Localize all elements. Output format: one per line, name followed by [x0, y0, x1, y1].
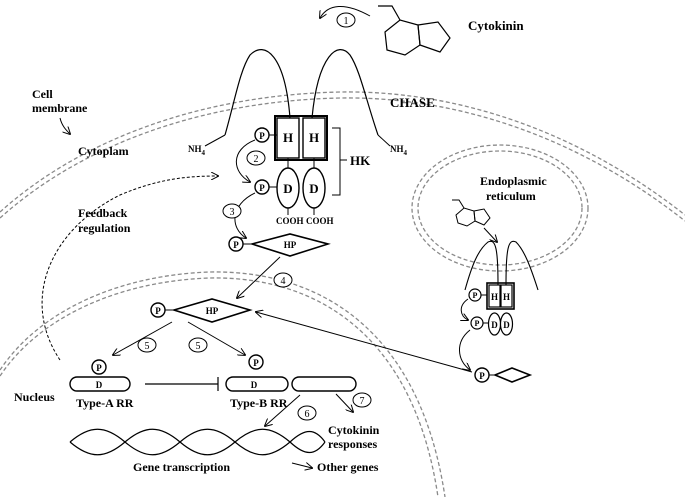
svg-text:P: P: [96, 363, 102, 373]
cytokinin-molecule-icon: [378, 5, 451, 56]
type-b-rr-protein: [225, 376, 289, 392]
other-genes-arrow: [291, 463, 312, 468]
svg-text:P: P: [259, 183, 265, 193]
svg-text:4: 4: [281, 276, 286, 287]
type-a-rr-protein: [69, 376, 131, 392]
step-circle: [297, 405, 317, 421]
step-circle: [336, 12, 356, 28]
step-2-arrow: [235, 139, 256, 182]
step-circle: [188, 337, 208, 353]
cytokinin-responses-label-2: responses: [328, 437, 377, 451]
svg-text:D: D: [309, 181, 318, 196]
cell-membrane: [0, 91, 685, 222]
svg-text:P: P: [473, 291, 478, 300]
svg-text:H: H: [283, 130, 293, 145]
cytokinin-label: Cytokinin: [468, 18, 524, 33]
svg-text:D: D: [491, 320, 498, 330]
step-7-arrow: [335, 393, 353, 412]
cooh-left-label: COOH: [276, 216, 304, 226]
gene-transcription-label: Gene transcription: [133, 460, 230, 474]
svg-text:D: D: [503, 320, 510, 330]
chase-domain: [224, 49, 379, 136]
step-circle: [137, 337, 157, 353]
er-histidine-kinase: H H D D: [486, 282, 515, 336]
hk-bracket: [332, 127, 347, 196]
step-5b-arrow: [187, 321, 245, 355]
svg-text:H: H: [309, 130, 319, 145]
cell-membrane-label-2: membrane: [32, 101, 88, 115]
svg-text:5: 5: [196, 341, 201, 352]
nh4-left-label: NH4: [188, 144, 206, 157]
step-number: 1: [344, 16, 349, 27]
nh4-right-label: NH4: [390, 144, 408, 157]
other-genes-label: Other genes: [317, 460, 379, 474]
membrane-pointer-arrow: [59, 117, 70, 134]
cytoplasm-label: Cytoplam: [78, 144, 129, 158]
er-label-1: Endoplasmic: [480, 174, 547, 188]
svg-text:D: D: [251, 380, 258, 390]
er-hp-protein: [492, 367, 533, 383]
inhibition-line: [145, 377, 219, 391]
step-6-arrow: [265, 394, 301, 426]
svg-text:P: P: [479, 371, 485, 381]
svg-text:P: P: [155, 306, 161, 316]
svg-text:H: H: [503, 292, 510, 302]
feedback-arrow: [41, 176, 218, 361]
svg-text:HP: HP: [206, 306, 219, 316]
hp-protein-nucleus: [171, 298, 253, 323]
svg-text:H: H: [491, 292, 498, 302]
feedback-label-2: regulation: [78, 221, 131, 235]
er-cytokinin-molecule-icon: [452, 199, 491, 227]
svg-text:7: 7: [360, 396, 365, 407]
er-label-2: reticulum: [486, 189, 536, 203]
svg-text:P: P: [233, 240, 239, 250]
svg-text:5: 5: [145, 341, 150, 352]
step-circle: [352, 392, 372, 408]
step-circle: [246, 150, 266, 166]
svg-text:P: P: [253, 358, 259, 368]
svg-text:P: P: [259, 131, 265, 141]
svg-text:D: D: [96, 380, 103, 390]
step-4-arrow: [237, 256, 281, 298]
dna-helix-icon: [69, 428, 326, 456]
histidine-kinase-d-domains: D D: [276, 167, 326, 209]
endoplasmic-reticulum: [411, 144, 589, 272]
phosphate-type-a-icon: [91, 359, 107, 375]
histidine-kinase-h-domains: H H: [274, 115, 328, 161]
svg-text:HP: HP: [284, 240, 297, 250]
chase-label: CHASE: [390, 95, 435, 110]
nucleus-membrane: [0, 271, 446, 497]
type-a-rr-label: Type-A RR: [76, 396, 134, 410]
svg-text:P: P: [475, 319, 480, 328]
type-b-rr-output-domain: [291, 376, 357, 392]
step-circle: [222, 203, 242, 219]
cooh-right-label: COOH: [306, 216, 334, 226]
svg-text:2: 2: [254, 154, 259, 165]
type-b-rr-label: Type-B RR: [230, 396, 288, 410]
step-circle: [273, 272, 293, 288]
cell-membrane-label-1: Cell: [32, 87, 53, 101]
er-receptor-loops: [464, 240, 539, 291]
phosphate-type-b-icon: [248, 354, 264, 370]
cytokinin-binding-arrow: [320, 6, 371, 18]
er-hp-to-nucleus-arrow: [256, 312, 473, 373]
svg-text:3: 3: [230, 207, 235, 218]
feedback-label-1: Feedback: [78, 206, 128, 220]
svg-text:6: 6: [305, 409, 310, 420]
hk-label: HK: [350, 153, 371, 168]
hp-protein-cytoplasm: [249, 233, 331, 257]
nucleus-label: Nucleus: [14, 390, 55, 404]
cytokinin-responses-label-1: Cytokinin: [328, 423, 380, 437]
svg-text:D: D: [283, 181, 292, 196]
